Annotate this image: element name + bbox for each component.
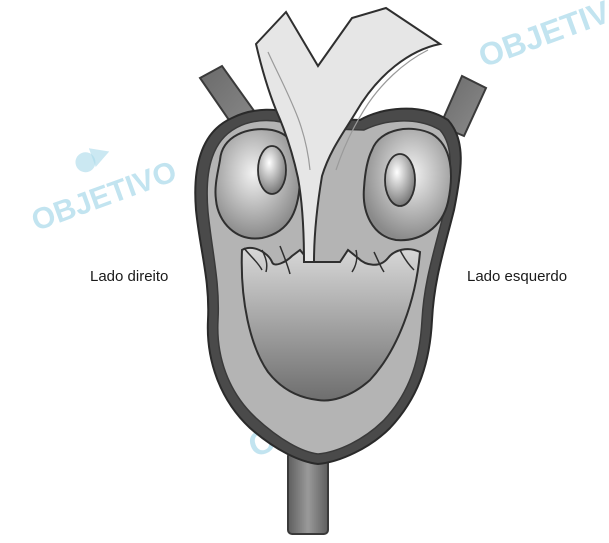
svg-text:OBJETIVO: OBJETIVO [474,0,609,74]
label-right-side: Lado direito [90,268,168,285]
watermark-logo-top-right: OBJETIVO [474,0,609,74]
left-atrium-valve [385,154,415,206]
right-atrium [215,129,300,238]
watermark-logo-left: OBJETIVO [16,123,181,238]
label-left-side: Lado esquerdo [467,268,567,285]
right-atrium-valve [258,146,286,194]
svg-text:OBJETIVO: OBJETIVO [27,155,181,238]
